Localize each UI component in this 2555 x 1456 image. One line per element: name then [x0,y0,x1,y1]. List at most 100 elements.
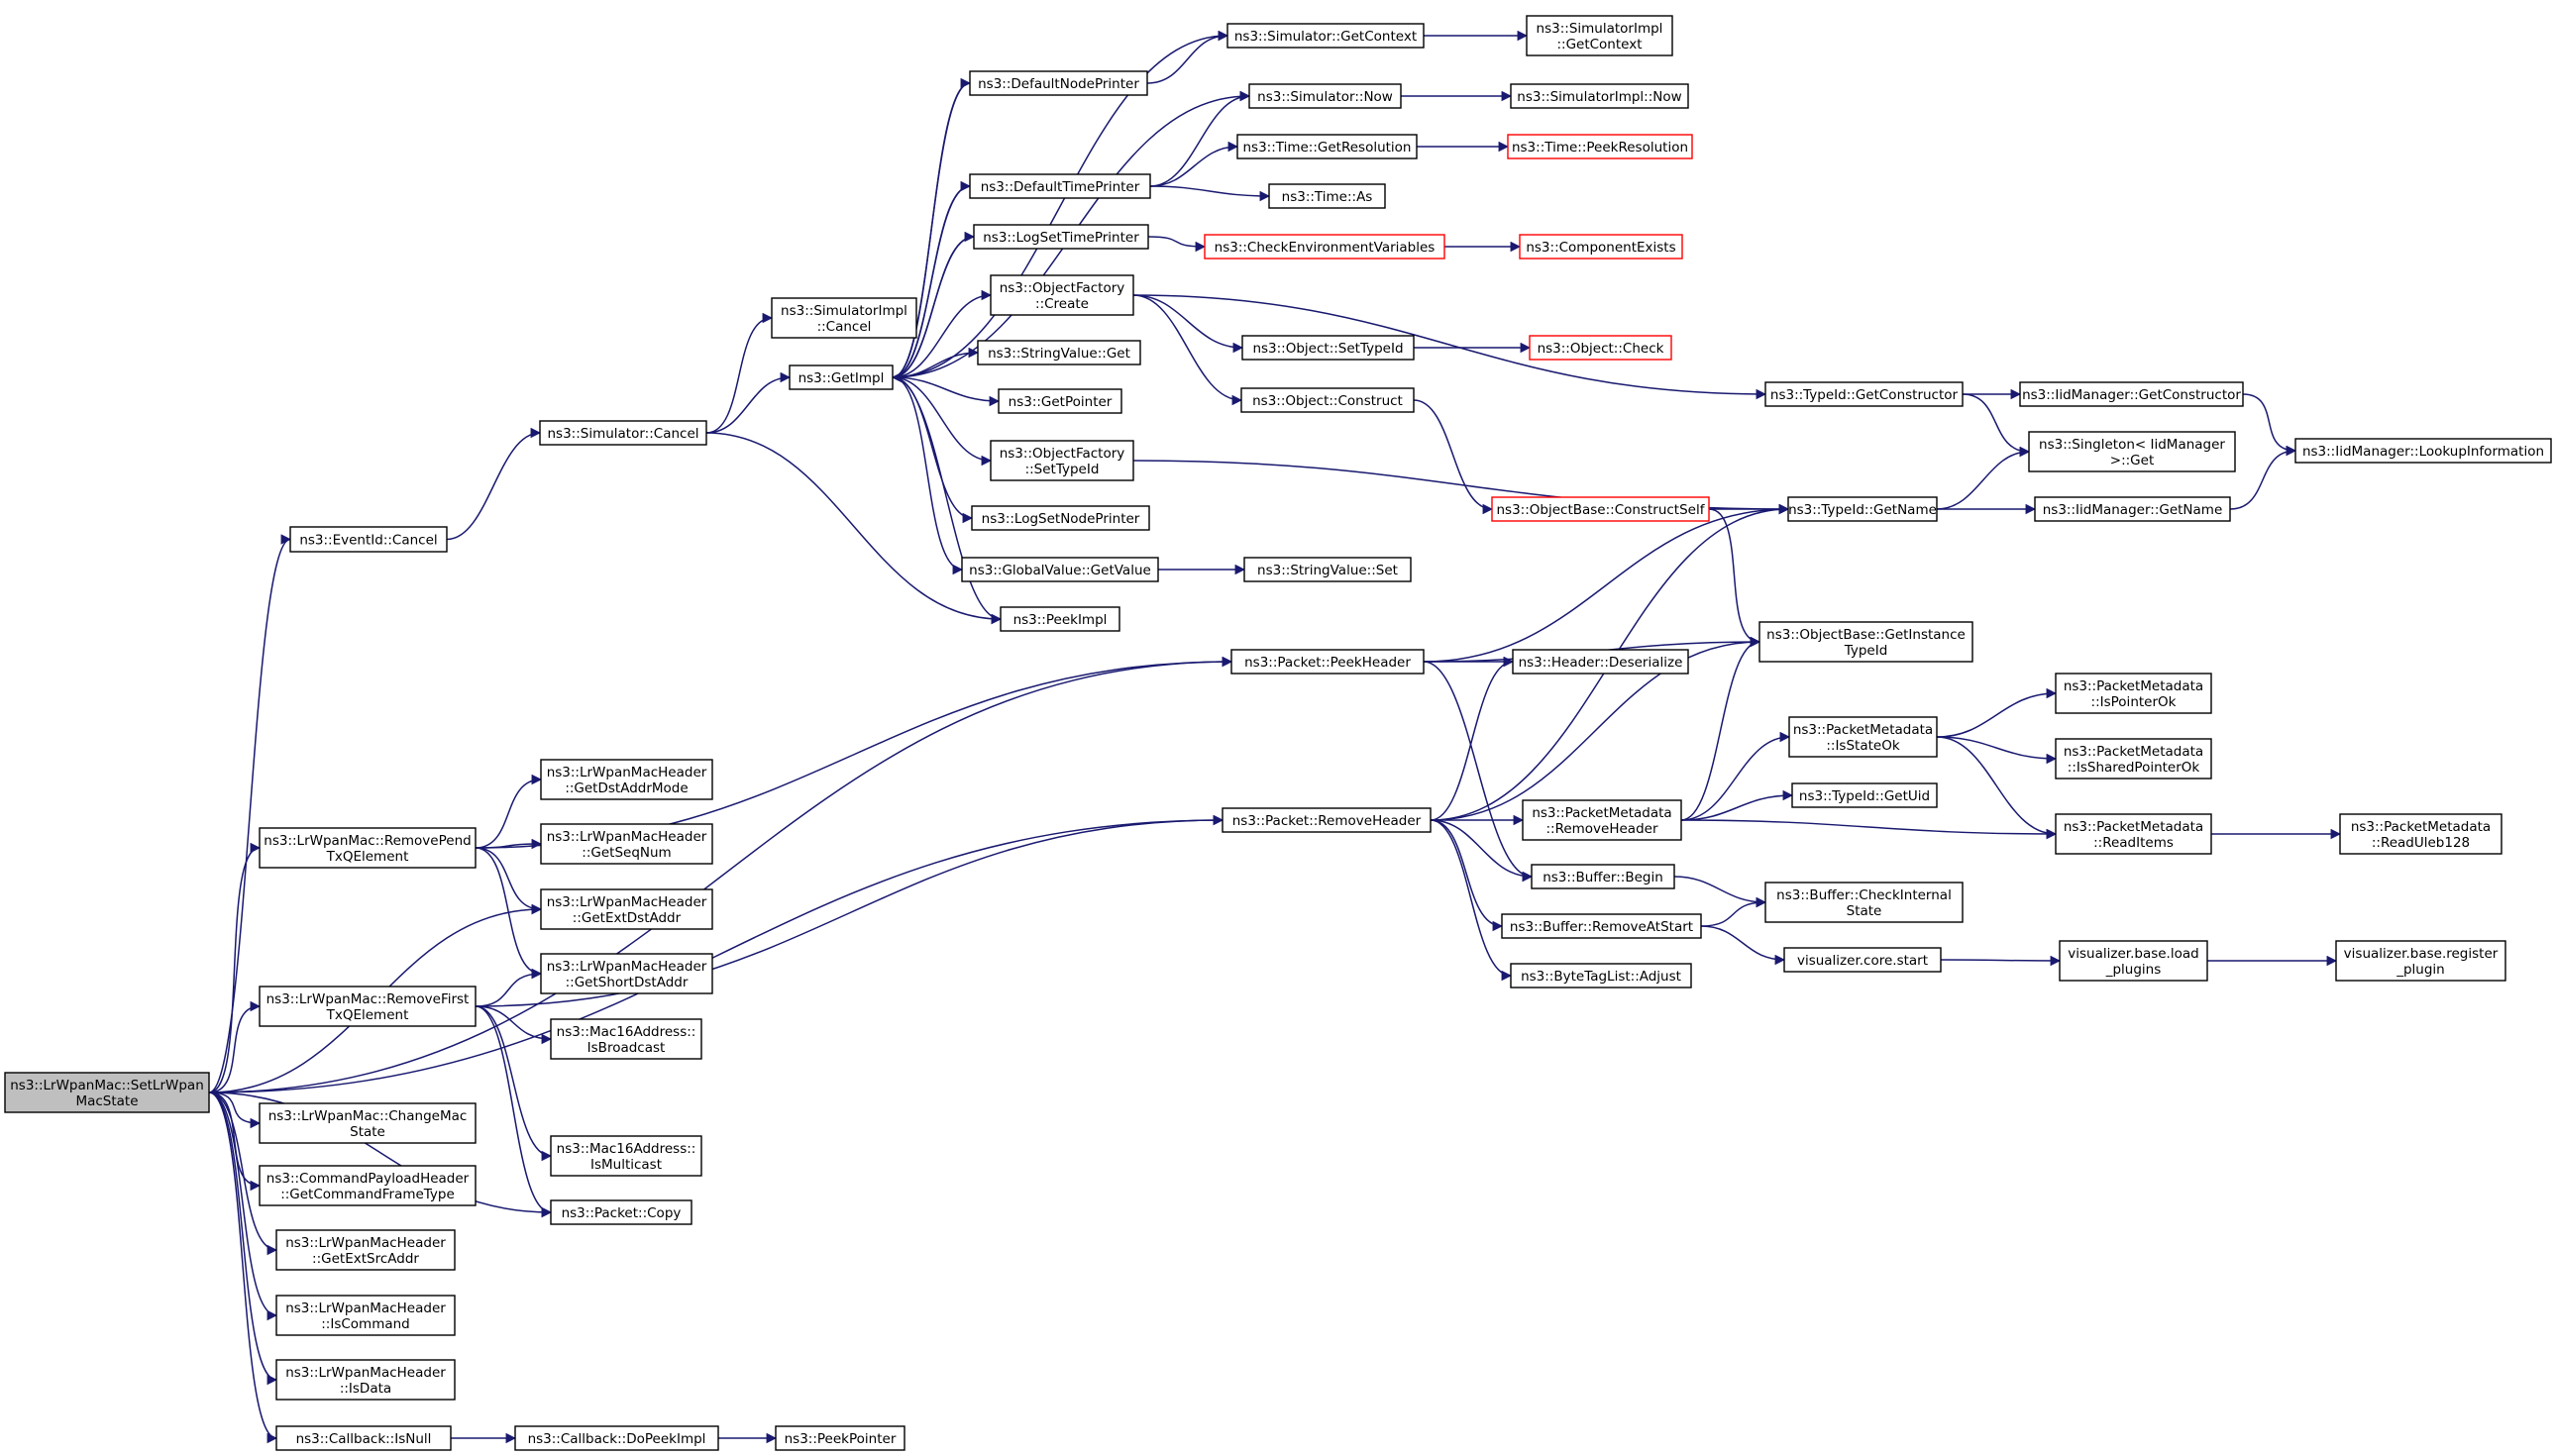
node-typeid-getname[interactable]: ns3::TypeId::GetName [1787,496,1938,522]
node-box [1531,864,1675,889]
node-mac16-ismulticast[interactable]: ns3::Mac16Address::IsMulticast [550,1135,702,1177]
node-componentexists[interactable]: ns3::ComponentExists [1519,234,1683,260]
node-label: ns3::CommandPayloadHeader [266,1171,470,1187]
node-objfactory-create[interactable]: ns3::ObjectFactory::Create [990,274,1134,316]
node-label: ns3::Object::SetTypeId [1252,341,1403,357]
node-label: ns3::ComponentExists [1526,240,1675,256]
node-iidmgr-lookup[interactable]: ns3::IidManager::LookupInformation [2294,438,2552,464]
node-box [1758,621,1973,663]
node-label: ns3::LrWpanMacHeader [547,765,707,780]
node-objbase-constructself[interactable]: ns3::ObjectBase::ConstructSelf [1491,496,1710,522]
node-pm-removeheader[interactable]: ns3::PacketMetadata::RemoveHeader [1522,799,1682,841]
node-checkenvvars[interactable]: ns3::CheckEnvironmentVariables [1204,234,1445,260]
node-hdr-getshortdstaddr[interactable]: ns3::LrWpanMacHeader::GetShortDstAddr [540,953,713,994]
call-edge-defaulttimeprinter-to-time_as [1149,185,1271,202]
node-packet-copy[interactable]: ns3::Packet::Copy [550,1199,692,1225]
node-label: ns3::LogSetNodePrinter [982,511,1140,527]
node-iidmgr-getname[interactable]: ns3::IidManager::GetName [2034,496,2231,522]
node-hdr-iscommand[interactable]: ns3::LrWpanMacHeader::IsCommand [275,1295,456,1336]
node-typeid-getuid[interactable]: ns3::TypeId::GetUid [1791,782,1938,808]
node-packet-removeheader[interactable]: ns3::Packet::RemoveHeader [1222,807,1432,833]
node-buffer-removeatstart[interactable]: ns3::Buffer::RemoveAtStart [1501,913,1702,939]
node-label: State [1847,903,1882,919]
node-bytetaglist-adjust[interactable]: ns3::ByteTagList::Adjust [1510,963,1692,988]
node-callback-isnull[interactable]: ns3::Callback::IsNull [275,1425,452,1451]
node-hdr-getseqnum[interactable]: ns3::LrWpanMacHeader::GetSeqNum [540,823,713,865]
call-edge-defaultnodeprinter-to-getimpl [891,82,971,383]
node-eventid-cancel[interactable]: ns3::EventId::Cancel [289,526,448,553]
call-edge-packet_removeheader-to-buffer_begin [1430,819,1534,883]
node-packet-peekheader[interactable]: ns3::Packet::PeekHeader [1230,649,1425,675]
node-label: ns3::Simulator::Now [1257,89,1393,105]
node-pm-isstateok[interactable]: ns3::PacketMetadata::IsStateOk [1788,716,1938,758]
node-pm-readuleb128[interactable]: ns3::PacketMetadata::ReadUleb128 [2339,813,2502,855]
call-edge-pm_removeheader-to-typeid_getuid [1680,789,1794,821]
node-stringvalue-get[interactable]: ns3::StringValue::Get [977,340,1141,365]
node-time-peekresolution[interactable]: ns3::Time::PeekResolution [1507,134,1693,159]
node-singleton-get[interactable]: ns3::Singleton< IidManager >::Get [2028,431,2236,472]
node-label: ns3::LrWpanMac::SetLrWpan [10,1078,204,1093]
node-header-deserialize[interactable]: ns3::Header::Deserialize [1512,649,1689,675]
call-edge-removefirst-to-mac16_ismulticast [475,1005,553,1162]
node-pm-ispointerok[interactable]: ns3::PacketMetadata::IsPointerOk [2055,673,2212,714]
node-object-settypeid[interactable]: ns3::Object::SetTypeId [1241,335,1415,361]
node-box [1519,234,1683,260]
node-defaultnodeprinter[interactable]: ns3::DefaultNodePrinter [969,70,1148,96]
node-pm-issharedpointerok[interactable]: ns3::PacketMetadata::IsSharedPointerOk [2055,738,2212,780]
node-stringvalue-set[interactable]: ns3::StringValue::Set [1243,557,1412,582]
node-label: ns3::PacketMetadata [2064,678,2203,694]
node-hdr-getextdstaddr[interactable]: ns3::LrWpanMacHeader::GetExtDstAddr [540,888,713,930]
node-viz-base-load[interactable]: visualizer.base.load_plugins [2059,940,2208,982]
node-mac16-isbroadcast[interactable]: ns3::Mac16Address::IsBroadcast [550,1018,702,1060]
node-logsettimeprinter[interactable]: ns3::LogSetTimePrinter [973,224,1149,250]
node-label: ::IsData [340,1381,391,1397]
node-sim-now[interactable]: ns3::Simulator::Now [1248,83,1402,109]
node-buffer-begin[interactable]: ns3::Buffer::Begin [1531,864,1675,889]
node-simimpl-cancel[interactable]: ns3::SimulatorImpl::Cancel [771,297,917,339]
node-simimpl-getcontext[interactable]: ns3::SimulatorImpl::GetContext [1526,15,1673,56]
node-object-construct[interactable]: ns3::Object::Construct [1240,387,1415,413]
call-edge-objfactory_create-to-object_settypeid [1132,294,1244,354]
node-simulator-cancel[interactable]: ns3::Simulator::Cancel [539,420,707,446]
call-edge-removefirst-to-hdr_getshortdstaddr [475,968,543,1007]
node-object-check[interactable]: ns3::Object::Check [1529,335,1672,361]
node-logsetnodeprinter[interactable]: ns3::LogSetNodePrinter [971,505,1150,531]
node-hdr-getdstaddrmode[interactable]: ns3::LrWpanMacHeader::GetDstAddrMode [540,759,713,800]
node-hdr-isdata[interactable]: ns3::LrWpanMacHeader::IsData [275,1359,456,1401]
call-edge-buffer_begin-to-buffer_checkinternal [1673,876,1767,908]
node-globalvalue-getvalue[interactable]: ns3::GlobalValue::GetValue [961,557,1159,582]
node-getimpl[interactable]: ns3::GetImpl [789,364,894,390]
node-box [1226,23,1425,49]
node-box [539,420,707,446]
node-defaulttimeprinter[interactable]: ns3::DefaultTimePrinter [969,173,1151,199]
node-objfactory-settypeid[interactable]: ns3::ObjectFactory::SetTypeId [990,440,1134,481]
node-label: ns3::ObjectFactory [1000,280,1125,296]
node-label: State [350,1124,385,1140]
node-label: ns3::Buffer::Begin [1543,870,1663,885]
node-label: ns3::Header::Deserialize [1519,655,1683,671]
call-edge-getimpl-to-objfactory_settypeid [892,376,993,467]
node-getpointer[interactable]: ns3::GetPointer [998,388,1122,414]
node-simimpl-now[interactable]: ns3::SimulatorImpl::Now [1510,83,1689,109]
node-cmdpayload-getcmdframetype[interactable]: ns3::CommandPayloadHeader::GetCommandFra… [259,1165,477,1206]
node-viz-base-register[interactable]: visualizer.base.register_plugin [2335,940,2506,982]
node-sim-getcontext[interactable]: ns3::Simulator::GetContext [1226,23,1425,49]
node-label: ns3::GetPointer [1009,394,1113,410]
node-callback-dopeekimpl[interactable]: ns3::Callback::DoPeekImpl [514,1425,719,1451]
node-box [2335,940,2506,982]
node-hdr-getextsrcaddr[interactable]: ns3::LrWpanMacHeader::GetExtSrcAddr [275,1229,456,1271]
node-iidmgr-getconstructor[interactable]: ns3::IidManager::GetConstructor [2019,381,2244,407]
node-time-as[interactable]: ns3::Time::As [1268,183,1386,209]
node-typeid-getconstructor[interactable]: ns3::TypeId::GetConstructor [1764,381,1964,407]
node-time-getresolution[interactable]: ns3::Time::GetResolution [1236,134,1418,159]
node-peekimpl[interactable]: ns3::PeekImpl [1000,606,1120,632]
node-viz-core-start[interactable]: visualizer.core.start [1783,947,1942,973]
node-pm-readitems[interactable]: ns3::PacketMetadata::ReadItems [2055,813,2212,855]
node-peekpointer[interactable]: ns3::PeekPointer [775,1425,905,1451]
